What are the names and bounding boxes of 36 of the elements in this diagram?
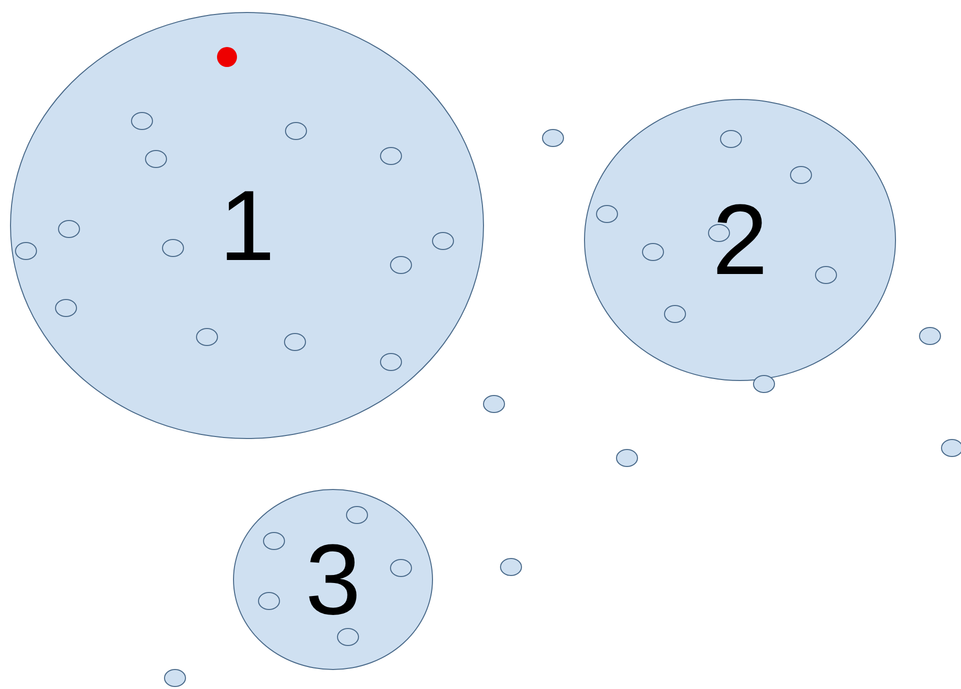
point-marker <box>131 112 153 130</box>
point-marker <box>720 130 742 148</box>
cluster-number: 1 <box>219 176 275 276</box>
point-marker <box>432 232 454 250</box>
cluster-number: 3 <box>305 530 361 630</box>
point-marker <box>596 205 618 223</box>
point-marker <box>58 220 80 238</box>
point-marker <box>753 375 775 393</box>
point-marker <box>664 305 686 323</box>
point-marker <box>258 592 280 610</box>
point-marker <box>346 506 368 524</box>
point-marker <box>542 129 564 147</box>
point-marker <box>390 256 412 274</box>
point-marker <box>483 395 505 413</box>
point-marker <box>145 150 167 168</box>
highlighted-point <box>217 47 237 67</box>
point-marker <box>284 333 306 351</box>
point-marker <box>263 532 285 550</box>
point-marker <box>337 628 359 646</box>
point-marker <box>380 353 402 371</box>
point-marker <box>380 147 402 165</box>
point-marker <box>500 558 522 576</box>
point-marker <box>164 669 186 687</box>
point-marker <box>15 242 37 260</box>
point-marker <box>815 266 837 284</box>
point-marker <box>941 439 961 457</box>
point-marker <box>616 449 638 467</box>
cluster-number: 2 <box>712 190 768 290</box>
point-marker <box>919 327 941 345</box>
point-marker <box>642 243 664 261</box>
point-marker <box>196 328 218 346</box>
point-marker <box>162 239 184 257</box>
point-marker <box>55 299 77 317</box>
point-marker <box>390 559 412 577</box>
point-marker <box>790 166 812 184</box>
point-marker <box>285 122 307 140</box>
